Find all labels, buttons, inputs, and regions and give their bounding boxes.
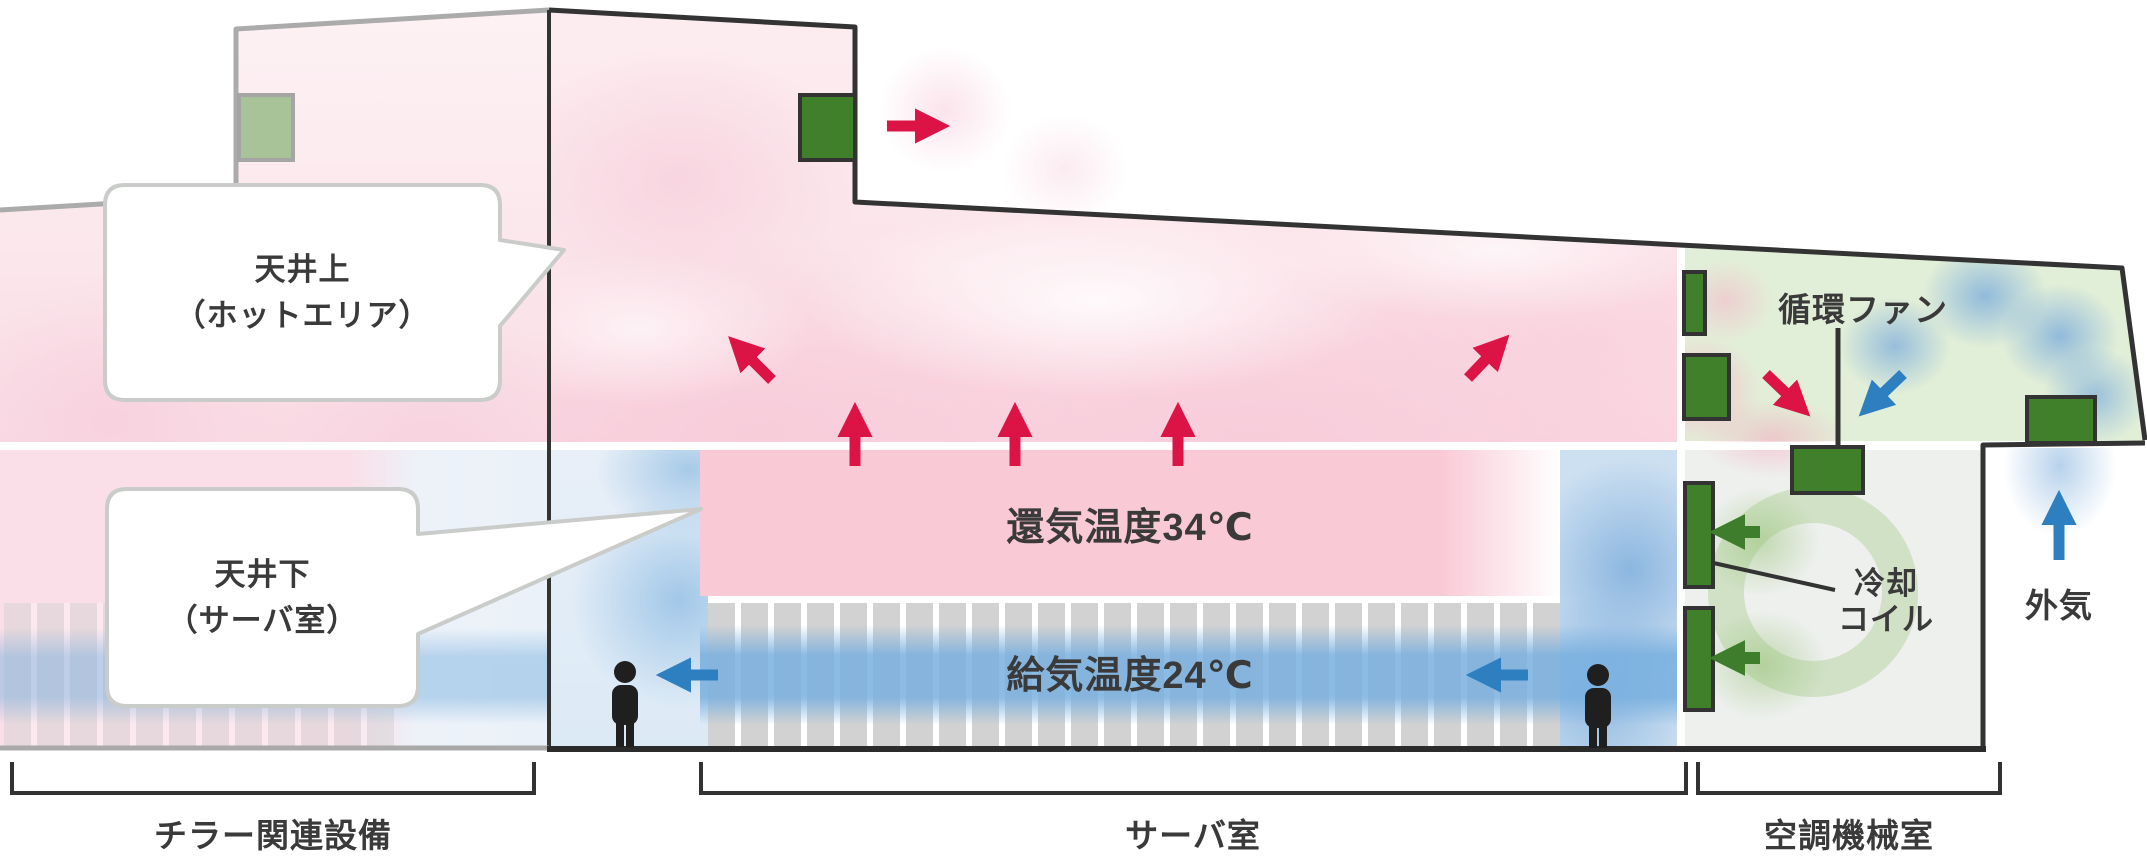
outside-air-label: 外気 bbox=[2025, 587, 2093, 624]
coil-arrows bbox=[1709, 514, 1760, 676]
server-zone-bracket bbox=[699, 762, 1688, 795]
exhaust-vent-icon bbox=[798, 93, 857, 162]
hot-rise-arrow-upright-icon bbox=[1464, 334, 1510, 382]
callout-above-ceiling: 天井上 （ホットエリア） bbox=[105, 185, 500, 400]
ceiling-divider bbox=[0, 442, 1983, 450]
hot-into-fan-arrow-icon bbox=[1762, 370, 1811, 417]
circulation-fan-icon bbox=[1790, 445, 1865, 495]
cooling-coil-lower-icon bbox=[1683, 606, 1715, 712]
zone-label-server-room: サーバ室 bbox=[1125, 817, 1261, 854]
callout-above-ceiling-line2: （ホットエリア） bbox=[174, 297, 431, 333]
return-air-hot-block bbox=[700, 450, 1560, 596]
server-hvac-partition bbox=[1677, 248, 1685, 748]
cooling-coil-label: 冷却 コイル bbox=[1786, 566, 1986, 638]
outside-air-vent-icon bbox=[2025, 395, 2097, 445]
cold-into-fan-arrow-icon bbox=[1858, 370, 1907, 417]
person-left-icon bbox=[612, 661, 638, 747]
person-right-icon bbox=[1585, 664, 1611, 748]
callout-above-ceiling-line1: 天井上 bbox=[254, 251, 351, 287]
callout-below-ceiling-line1: 天井下 bbox=[214, 556, 311, 592]
zone-label-chiller: チラー関連設備 bbox=[154, 817, 392, 854]
cooling-coil-leader-line bbox=[1699, 558, 1836, 592]
chiller-zone-bracket bbox=[10, 762, 536, 795]
hvac-zone-bracket bbox=[1696, 762, 2002, 795]
circulation-fan-label: 循環ファン bbox=[1778, 291, 1948, 328]
return-air-temp-label: 還気温度34℃ bbox=[1006, 507, 1254, 549]
hot-rise-arrow-upleft-icon bbox=[728, 336, 776, 384]
chiller-roof-vent-icon bbox=[237, 93, 295, 162]
cooling-coil-upper-icon bbox=[1683, 481, 1715, 589]
return-intake-vent-upper-icon bbox=[1682, 270, 1707, 336]
hot-air-arrows bbox=[728, 108, 1811, 466]
callout-below-ceiling-line2: （サーバ室） bbox=[166, 602, 359, 638]
server-building-roofline bbox=[548, 7, 2147, 441]
callout-below-ceiling: 天井下 （サーバ室） bbox=[107, 489, 418, 706]
zone-brackets bbox=[10, 762, 2002, 795]
return-intake-vent-lower-icon bbox=[1682, 353, 1731, 421]
cooling-coil-label-line2: コイル bbox=[1838, 602, 1934, 637]
cooling-coil-label-line1: 冷却 bbox=[1854, 566, 1918, 601]
zone-label-hvac-room: 空調機械室 bbox=[1764, 817, 1934, 854]
cold-air-arrows bbox=[655, 370, 2077, 693]
callout-below-ceiling-bubble bbox=[105, 487, 703, 708]
supply-air-temp-label: 給気温度24℃ bbox=[1006, 655, 1254, 697]
callout-above-ceiling-bubble bbox=[103, 183, 566, 402]
